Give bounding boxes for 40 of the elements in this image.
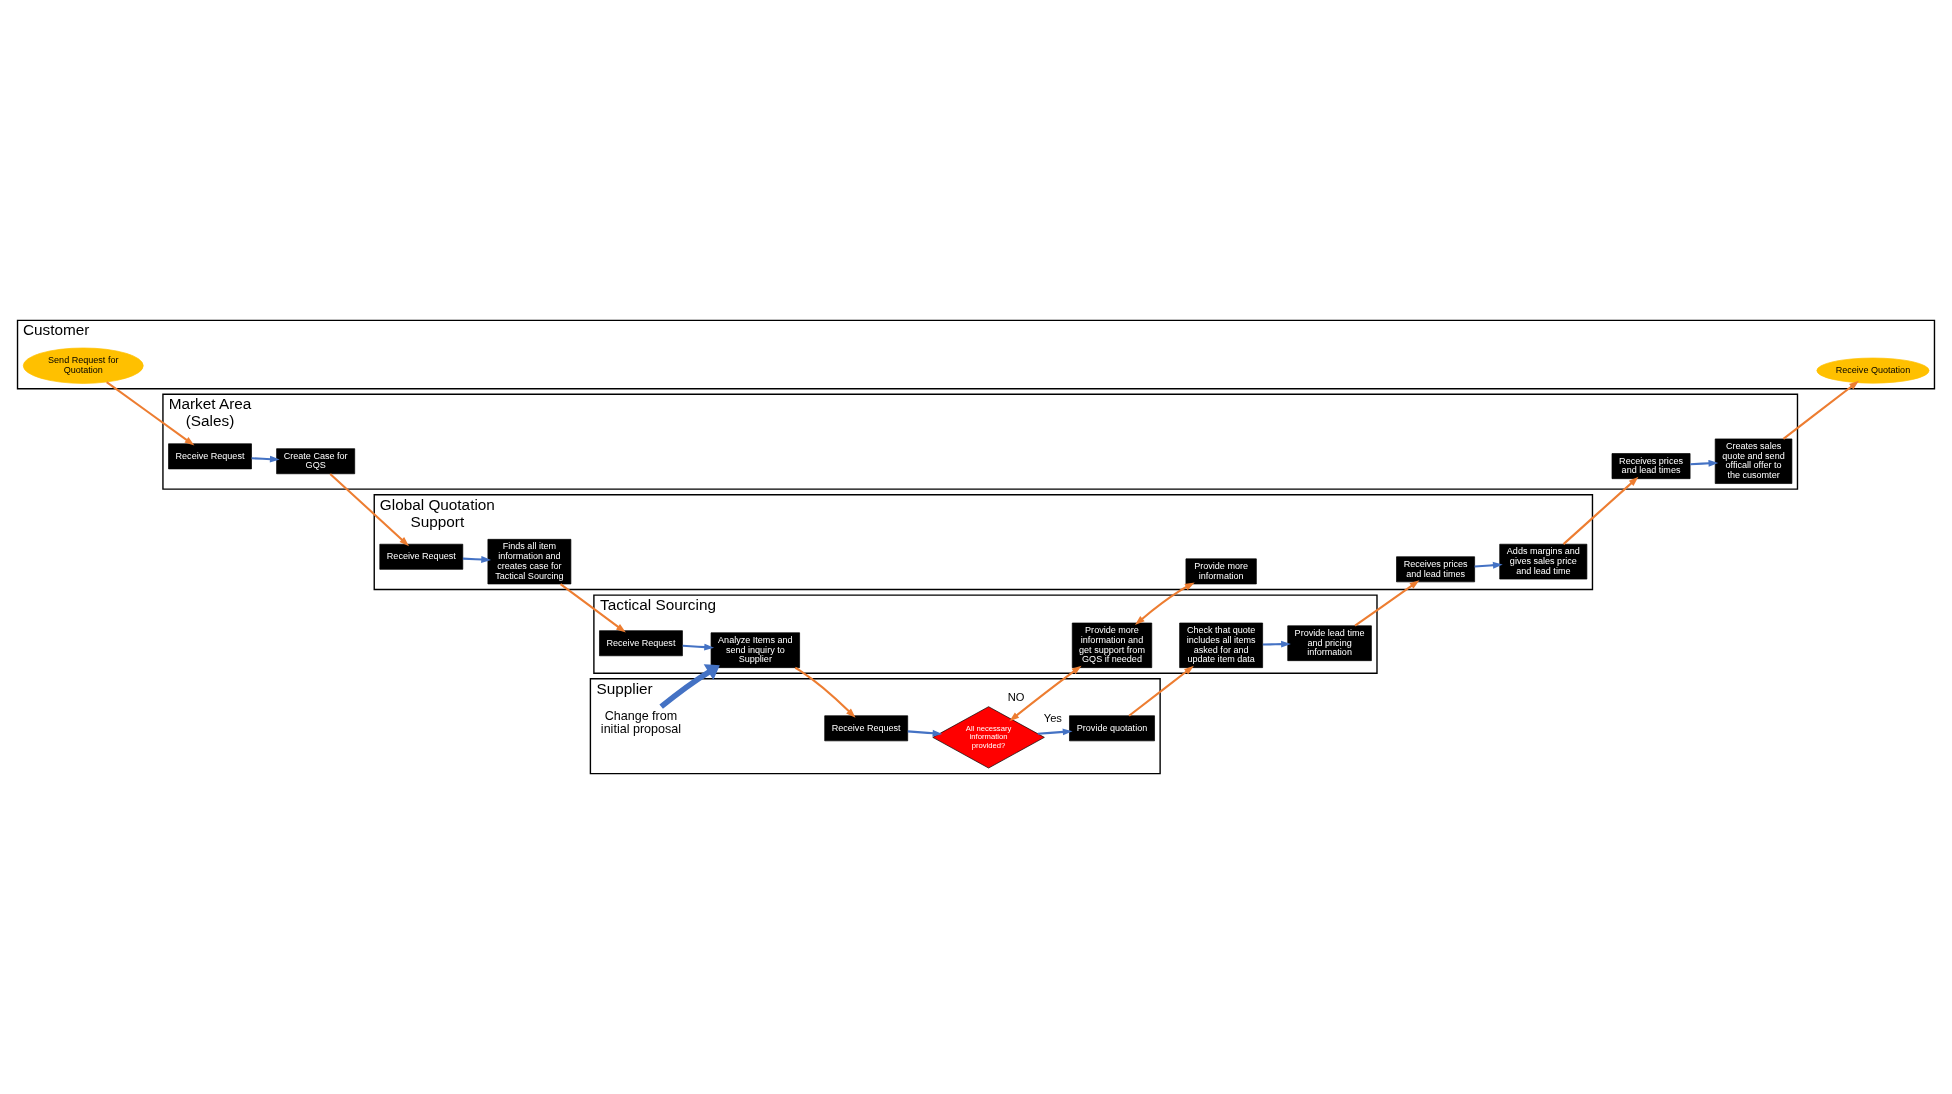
node-box: Receives prices and lead times	[1611, 453, 1691, 479]
node-box: Receives prices and lead times	[1396, 556, 1475, 583]
arrow	[106, 381, 195, 446]
arrow	[1474, 561, 1503, 569]
arrow	[462, 556, 492, 563]
arrow	[1782, 380, 1859, 440]
arrow	[1690, 459, 1719, 467]
node-ellipse: Send Request for Quotation	[22, 347, 144, 384]
node-box: Receive Request	[599, 630, 683, 657]
arrow	[794, 666, 856, 718]
node-box: Finds all item information and creates case for Tactical Sourcing	[487, 539, 572, 585]
node-ellipse: Receive Quotation	[1816, 357, 1930, 384]
node-box: Provide more information	[1185, 558, 1257, 585]
edge-label: Yes	[1043, 711, 1062, 724]
arrow	[1262, 640, 1291, 648]
arrow	[907, 729, 943, 737]
node-box: Adds margins and gives sales price and lead time	[1499, 543, 1588, 580]
arrow	[1128, 665, 1194, 717]
arrow	[682, 643, 715, 651]
arrow	[1562, 476, 1639, 545]
node-box: Creates sales quote and send officall offer to the cusomter	[1714, 438, 1793, 484]
arrow	[659, 664, 720, 709]
arrow	[251, 455, 280, 463]
node-box: Receive Request	[168, 443, 252, 470]
arrow	[1009, 665, 1082, 722]
arrow	[1037, 728, 1073, 736]
arrow	[329, 473, 410, 547]
node-box: Check that quote includes all items asked for and update item data	[1179, 622, 1263, 668]
node-box: Analyze Items and send inquiry to Supplier	[710, 632, 800, 668]
node-box: Create Case for GQS	[276, 448, 356, 475]
node-box: Provide lead time and pricing information	[1287, 625, 1372, 661]
arrow	[1135, 582, 1195, 625]
arrow	[1354, 580, 1420, 627]
node-box: Provide quotation	[1069, 715, 1155, 742]
node-box: Provide more information and get support from GQS if needed	[1071, 622, 1153, 668]
node-box: Receive Request	[379, 543, 464, 570]
edge-label: NO	[1007, 691, 1025, 704]
node-box: Receive Request	[824, 715, 909, 742]
node-text: Change from initial proposal	[600, 708, 682, 737]
arrow	[559, 583, 626, 633]
